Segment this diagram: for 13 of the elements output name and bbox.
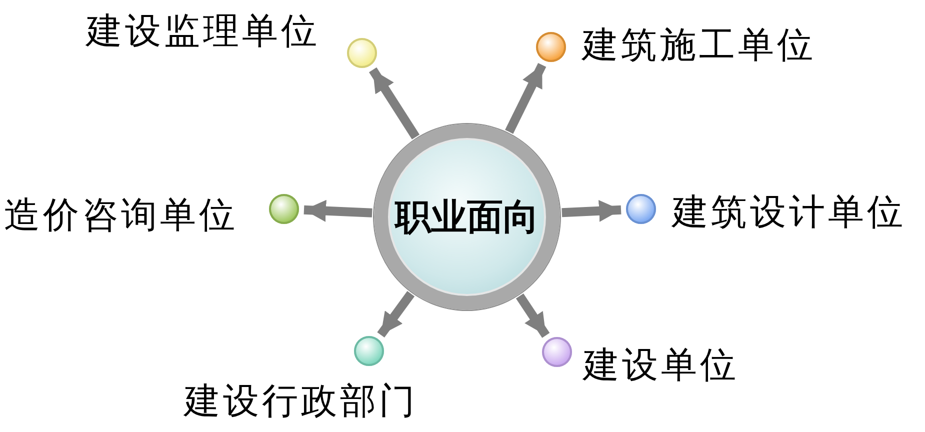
central-title: 职业面向 <box>395 196 539 240</box>
arrow <box>304 200 372 222</box>
topic-label: 建筑设计单位 <box>672 193 906 233</box>
topic-label: 建设监理单位 <box>86 12 320 52</box>
arrow <box>516 294 550 338</box>
topic-label: 建设单位 <box>583 346 739 386</box>
arrow <box>505 62 546 134</box>
arrow <box>562 200 622 222</box>
topic-label: 造价咨询单位 <box>4 196 238 236</box>
topic-label: 建筑施工单位 <box>582 26 816 66</box>
arrow <box>369 67 420 140</box>
arrow <box>377 291 415 338</box>
topic-label: 建设行政部门 <box>184 382 418 422</box>
